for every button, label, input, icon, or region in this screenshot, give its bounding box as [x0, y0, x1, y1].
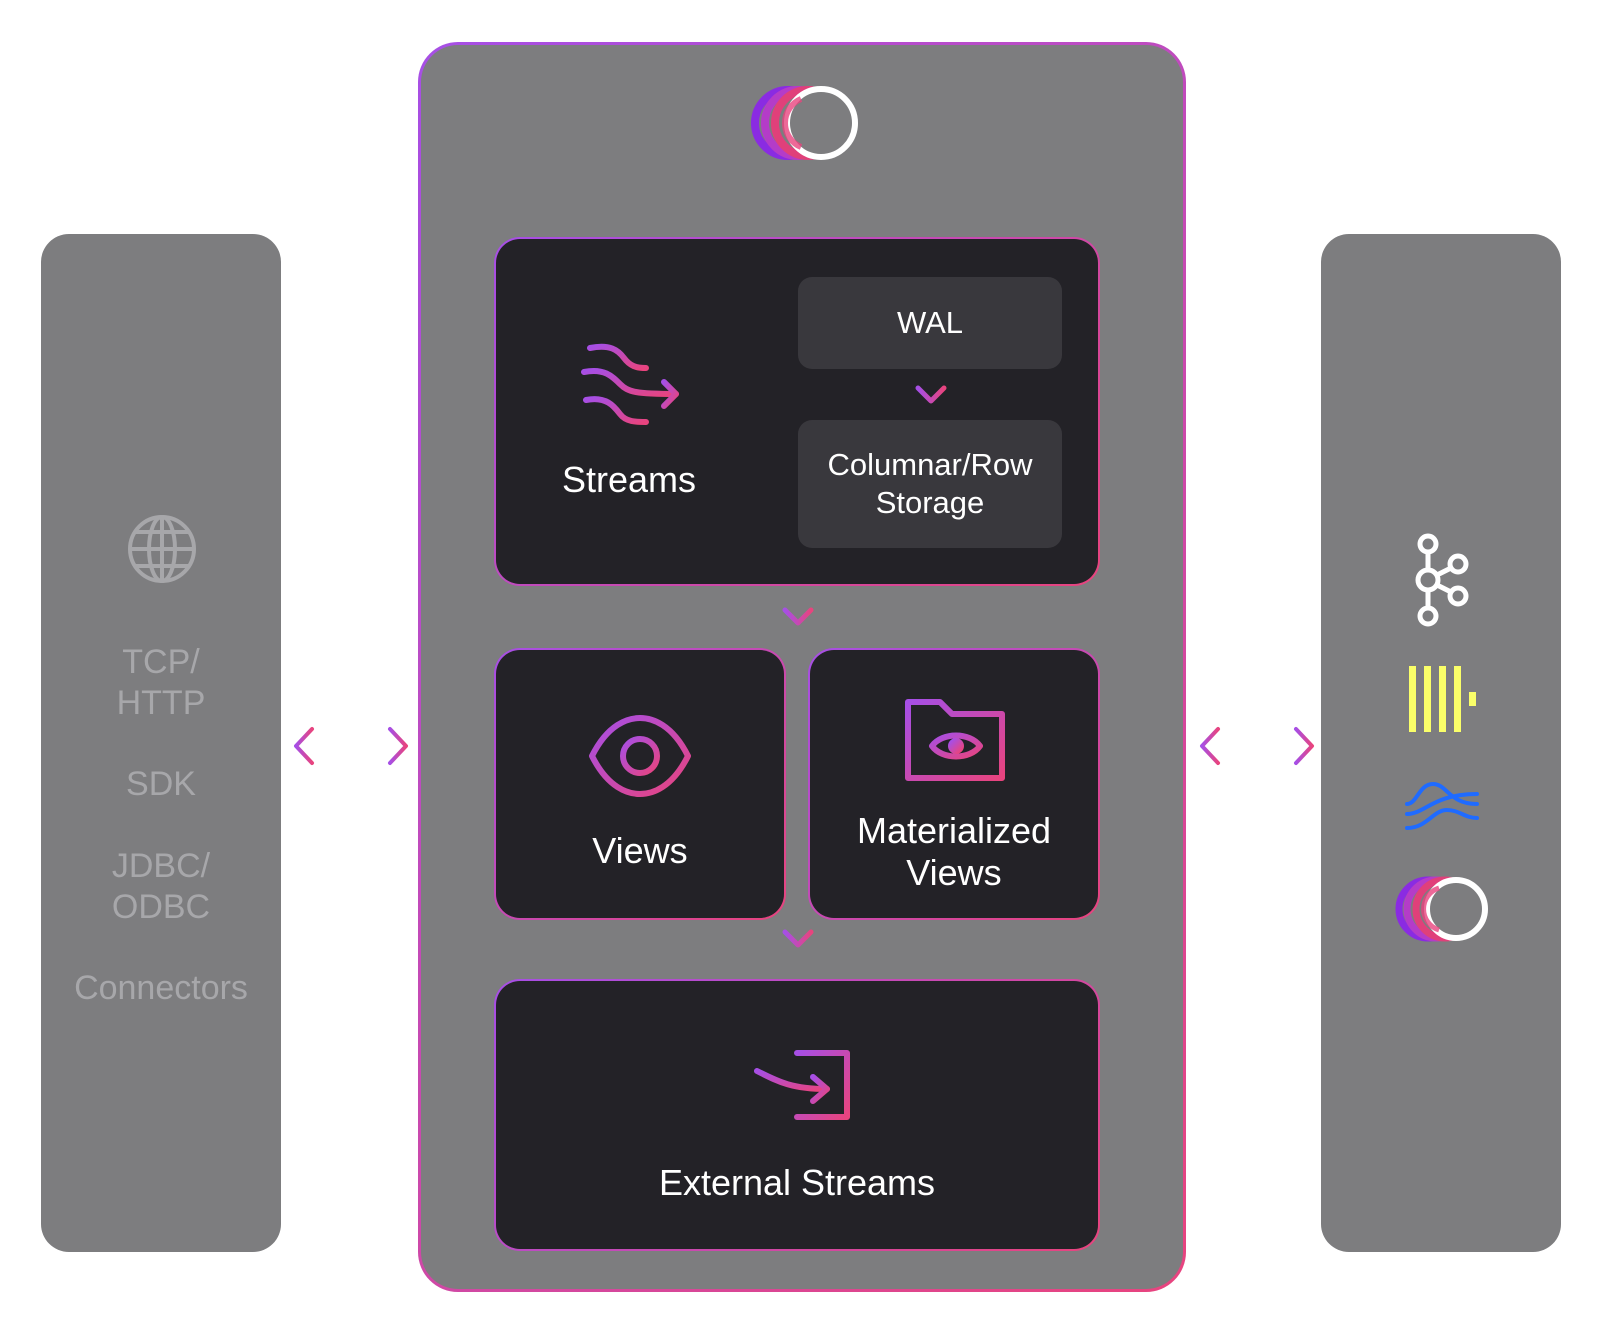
kafka-icon [1415, 533, 1469, 627]
protocol-jdbc-odbc: JDBC/ ODBC [111, 847, 211, 926]
left-clients-panel: TCP/ HTTP SDK JDBC/ ODBC Connectors [41, 234, 281, 1252]
views-label: Views [592, 830, 688, 871]
rings-logo-icon [1395, 876, 1488, 942]
right-integrations-panel [1321, 234, 1561, 1252]
engine-panel: Streams WAL Columnar/Row Storage Views [418, 42, 1186, 1292]
left-bidirectional-arrow [294, 727, 408, 765]
clickhouse-icon [1409, 666, 1476, 732]
materialized-views-label: Materialized Views [856, 810, 1052, 893]
external-streams-label: External Streams [658, 1162, 936, 1203]
external-streams-box: External Streams [494, 979, 1100, 1251]
eye-icon [589, 715, 691, 797]
wal-box: WAL [798, 277, 1062, 369]
protocol-tcp-http: TCP/ HTTP [116, 643, 206, 722]
protocol-sdk: SDK [126, 765, 196, 803]
chevron-down-icon [915, 385, 947, 404]
materialized-views-box: Materialized Views [808, 648, 1100, 920]
views-box: Views [494, 648, 786, 920]
wave-icon [1405, 782, 1479, 830]
globe-icon [128, 515, 196, 583]
protocol-connectors: Connectors [74, 969, 248, 1007]
streams-wave-arrow-icon [581, 343, 679, 425]
chevron-down-icon [782, 607, 814, 626]
arrow-into-box-icon [754, 1050, 850, 1120]
storage-box: Columnar/Row Storage [798, 420, 1062, 548]
streams-label: Streams [561, 459, 697, 500]
folder-eye-icon [905, 699, 1005, 781]
rings-logo-icon [751, 86, 858, 160]
streams-box: Streams WAL Columnar/Row Storage [494, 237, 1100, 586]
chevron-down-icon [782, 929, 814, 948]
right-bidirectional-arrow [1200, 727, 1314, 765]
